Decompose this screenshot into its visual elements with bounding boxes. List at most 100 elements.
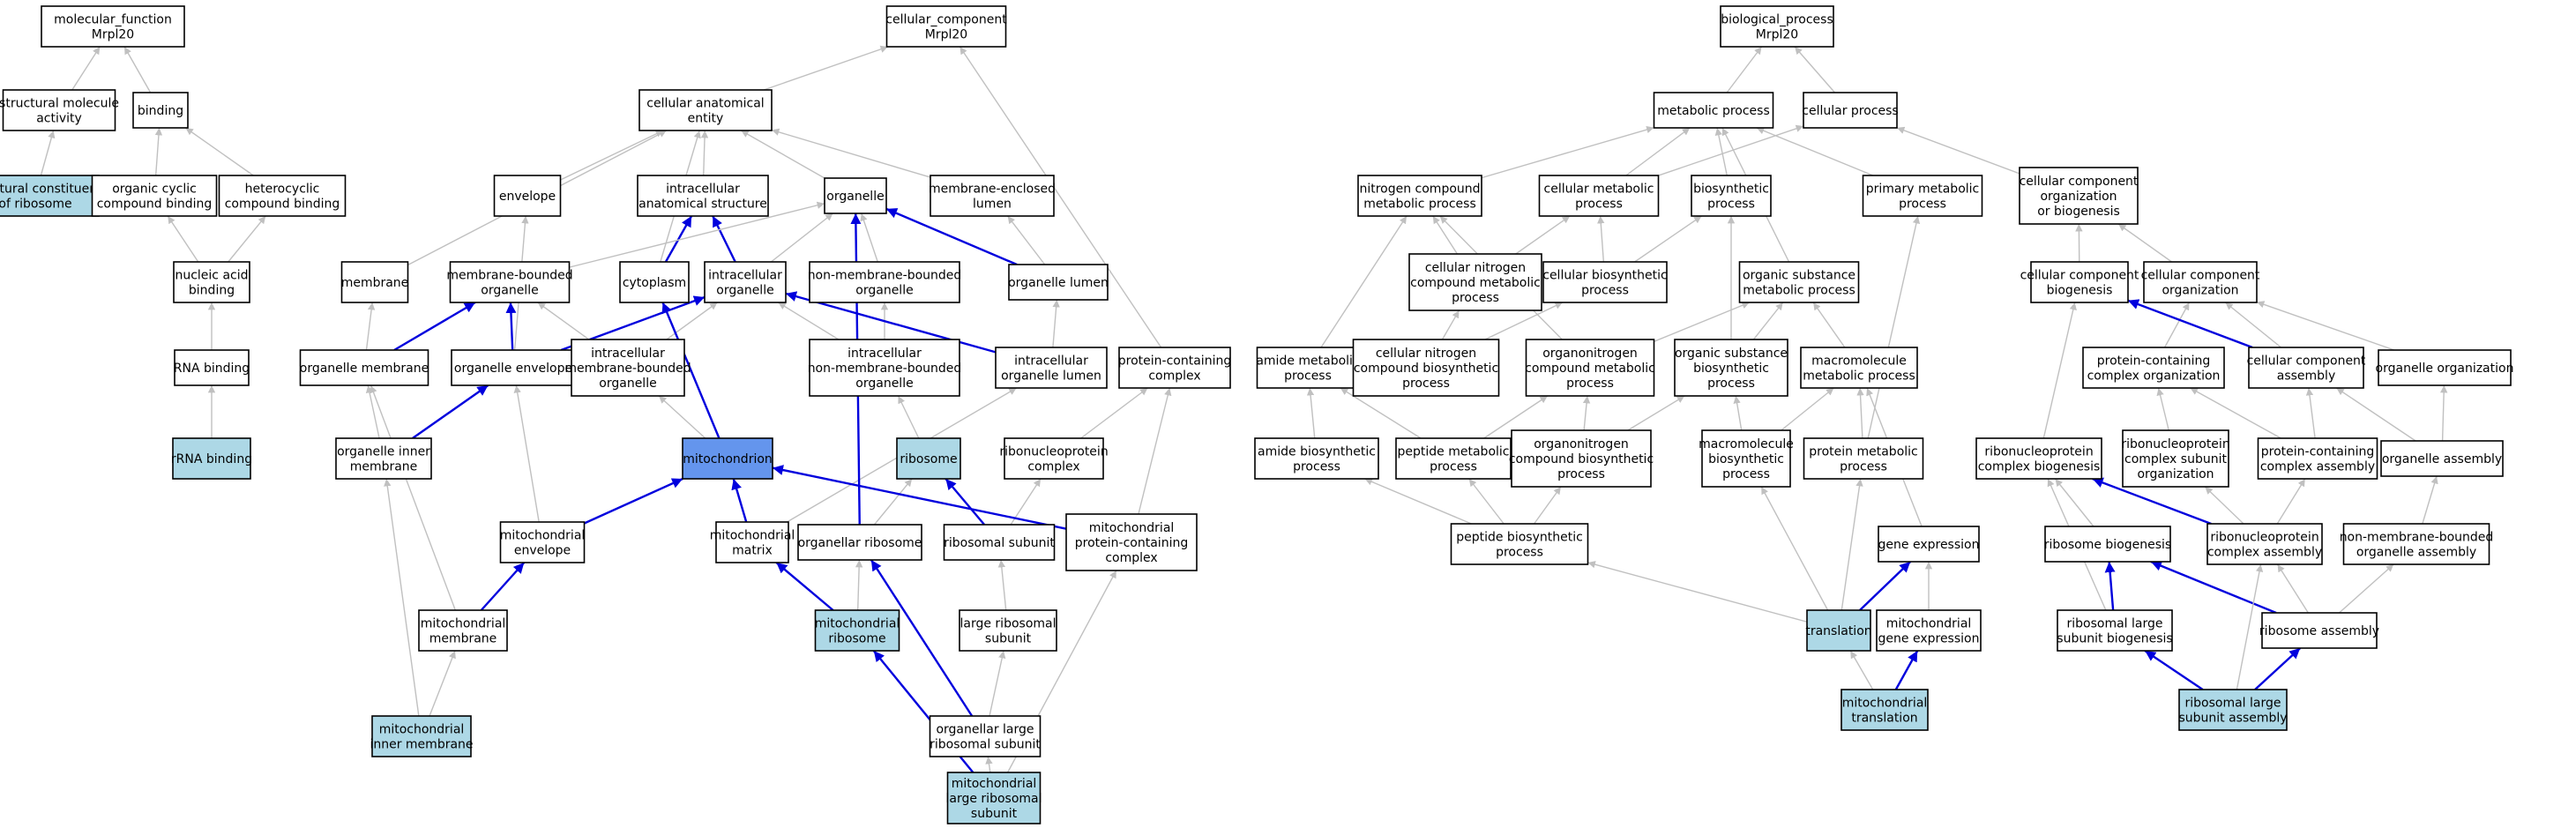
- go-term-organelle-assembly[interactable]: organelle assembly: [2380, 440, 2504, 477]
- go-term-gene-expression[interactable]: gene expression: [1878, 526, 1980, 563]
- go-term-ribosomal-subunit[interactable]: ribosomal subunit: [943, 524, 1055, 561]
- go-term-membrane[interactable]: membrane: [341, 261, 409, 303]
- term-label-line: complex: [1105, 551, 1157, 565]
- edge-organelle_lumen-to-membrane_enclosed_lumen: [1007, 215, 1046, 265]
- term-label-line: process: [1284, 369, 1332, 384]
- go-term-organelle-lumen[interactable]: organelle lumen: [1008, 264, 1109, 301]
- term-box: [2342, 523, 2490, 565]
- go-term-intracellular-nmb-organelle[interactable]: intracellularnon-membrane-boundedorganel…: [808, 339, 962, 397]
- edge-peptide_biosynthetic_process-to-peptide_metabolic_process: [1468, 478, 1505, 525]
- term-label-line: ribosome assembly: [2259, 624, 2379, 638]
- edge-ribosome_assembly-to-rnp_complex_assembly: [2276, 563, 2309, 614]
- go-term-organelle-membrane[interactable]: organelle membrane: [299, 349, 429, 386]
- go-term-organelle[interactable]: organelle: [824, 177, 887, 214]
- go-term-cytoplasm[interactable]: cytoplasm: [619, 261, 690, 303]
- edge-organonitrogen_cbp-to-organic_substance_bp: [1627, 395, 1685, 431]
- go-term-binding[interactable]: binding: [132, 92, 189, 129]
- go-term-organellar-ribosome[interactable]: organellar ribosome: [797, 524, 922, 561]
- edge-rnp_complex_assembly-to-ribonucleoprotein_complex_biogenesis: [2092, 477, 2212, 526]
- edge-large_ribosomal_subunit-to-ribosomal_subunit: [997, 559, 1007, 611]
- term-label-line: organellar ribosome: [798, 536, 922, 550]
- go-term-envelope[interactable]: envelope: [493, 175, 562, 217]
- term-label-line: cellular process: [1802, 104, 1898, 118]
- go-term-ribosome-assembly[interactable]: ribosome assembly: [2259, 612, 2379, 649]
- term-label-line: mitochondrial: [710, 529, 795, 543]
- term-label-line: envelope: [514, 544, 571, 558]
- term-label-line: mitochondrial: [1886, 617, 1972, 631]
- go-term-ribosome[interactable]: ribosome: [896, 437, 961, 480]
- go-term-mitochondrion[interactable]: mitochondrion: [682, 437, 773, 480]
- go-term-ribosome-biogenesis[interactable]: ribosome biogenesis: [2044, 526, 2171, 563]
- go-term-metabolic-process[interactable]: metabolic process: [1653, 92, 1774, 129]
- go-term-rrna-binding[interactable]: rRNA binding: [171, 437, 252, 480]
- go-term-organelle-organization[interactable]: organelle organization: [2376, 349, 2514, 386]
- term-box: [619, 261, 690, 303]
- edge-organic_cyclic_compound_binding-to-binding: [154, 127, 163, 176]
- go-term-cellular-process[interactable]: cellular process: [1802, 92, 1899, 129]
- go-term-organelle-envelope[interactable]: organelle envelope: [451, 349, 576, 386]
- go-term-rna-binding[interactable]: RNA binding: [174, 349, 250, 386]
- go-term-translation[interactable]: translation: [1805, 609, 1872, 652]
